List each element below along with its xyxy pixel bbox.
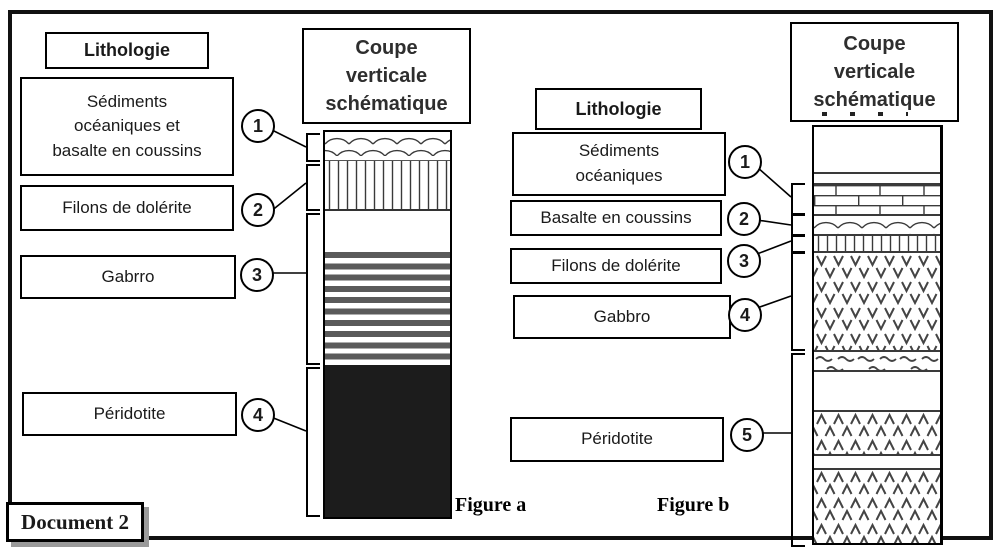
bracket-1b bbox=[791, 183, 805, 215]
layer-divider bbox=[814, 370, 940, 372]
label-box-sediments-basalte-a: Sédiments océaniques et basalte en couss… bbox=[20, 77, 234, 176]
label-box-basalte-b: Basalte en coussins bbox=[510, 200, 722, 236]
layer-divider bbox=[814, 183, 940, 185]
layer-divider bbox=[814, 350, 940, 352]
bracket-4b bbox=[791, 252, 805, 351]
layer-gap-b bbox=[814, 174, 940, 183]
layer-dolerite-dykes-b bbox=[814, 236, 940, 251]
callout-circle-2a: 2 bbox=[241, 193, 275, 227]
layer-divider bbox=[814, 454, 940, 456]
figure-a-caption: Figure a bbox=[455, 494, 527, 516]
lithologie-header-a: Lithologie bbox=[45, 32, 209, 69]
bracket-2a bbox=[306, 164, 320, 211]
layer-gap2-b bbox=[814, 456, 940, 468]
layer-divider bbox=[814, 251, 940, 253]
bracket-3b bbox=[791, 235, 805, 253]
column-title-b: Coupe verticale schématique bbox=[790, 22, 959, 122]
layer-peridotite-upper-b bbox=[814, 412, 940, 454]
label-box-peridotite-b: Péridotite bbox=[510, 417, 724, 462]
layer-water-b bbox=[814, 127, 940, 172]
label-box-gabbro-a: Gabrro bbox=[20, 255, 236, 299]
layer-divider bbox=[814, 468, 940, 470]
label-box-filons-dolerite-b: Filons de dolérite bbox=[510, 248, 722, 284]
callout-circle-5b: 5 bbox=[730, 418, 764, 452]
callout-circle-1a: 1 bbox=[241, 109, 275, 143]
bracket-1a bbox=[306, 133, 320, 162]
bracket-2b bbox=[791, 214, 805, 236]
layer-divider bbox=[814, 172, 940, 174]
label-box-gabbro-b: Gabbro bbox=[513, 295, 731, 339]
callout-circle-3a: 3 bbox=[240, 258, 274, 292]
layer-peridotite-lower-b bbox=[814, 470, 940, 543]
label-box-sediments-b: Sédiments océaniques bbox=[512, 132, 726, 196]
bracket-5b bbox=[791, 353, 805, 547]
column-b bbox=[812, 125, 943, 545]
bracket-4a bbox=[306, 367, 320, 517]
clipped-text-fragment bbox=[822, 112, 908, 116]
label-box-filons-dolerite-a: Filons de dolérite bbox=[20, 185, 234, 231]
label-box-peridotite-a: Péridotite bbox=[22, 392, 237, 436]
callout-circle-1b: 1 bbox=[728, 145, 762, 179]
layer-gabbro-massive-a bbox=[325, 211, 450, 252]
layer-blank-b bbox=[814, 372, 940, 410]
column-title-a: Coupe verticale schématique bbox=[302, 28, 471, 124]
layer-divider bbox=[814, 214, 940, 216]
callout-circle-4a: 4 bbox=[241, 398, 275, 432]
bracket-3a bbox=[306, 213, 320, 365]
document-label: Document 2 bbox=[6, 502, 144, 542]
layer-basalte-scales-a bbox=[325, 132, 450, 161]
callout-circle-2b: 2 bbox=[727, 202, 761, 236]
layer-peridotite-a bbox=[325, 365, 450, 517]
figure-b-caption: Figure b bbox=[657, 494, 730, 516]
layer-transition-wavy-b bbox=[814, 352, 940, 370]
lithologie-header-b: Lithologie bbox=[535, 88, 702, 130]
callout-circle-3b: 3 bbox=[727, 244, 761, 278]
layer-gabbro-v-b bbox=[814, 253, 940, 350]
page-border bbox=[8, 10, 993, 540]
layer-basalte-scales-b bbox=[814, 216, 940, 234]
layer-dolerite-dykes-a bbox=[325, 161, 450, 211]
layer-gabbro-stripes-a bbox=[325, 252, 450, 365]
layer-divider bbox=[814, 410, 940, 412]
layer-divider bbox=[814, 234, 940, 236]
callout-circle-4b: 4 bbox=[728, 298, 762, 332]
column-a bbox=[323, 130, 452, 519]
layer-sediments-bricks-b bbox=[814, 185, 940, 214]
